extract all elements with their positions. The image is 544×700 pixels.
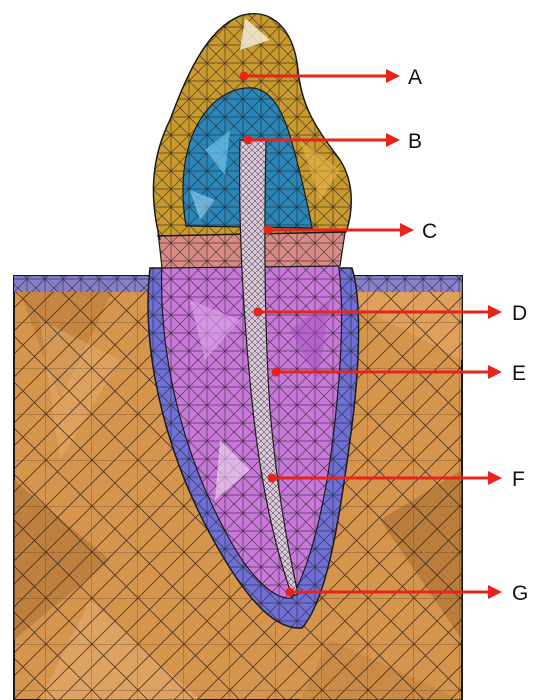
label-E: E	[512, 362, 526, 385]
label-B: B	[408, 130, 422, 153]
label-C: C	[422, 220, 437, 243]
label-A: A	[408, 66, 422, 89]
label-G: G	[512, 582, 528, 605]
label-D: D	[512, 302, 527, 325]
label-F: F	[512, 468, 525, 491]
